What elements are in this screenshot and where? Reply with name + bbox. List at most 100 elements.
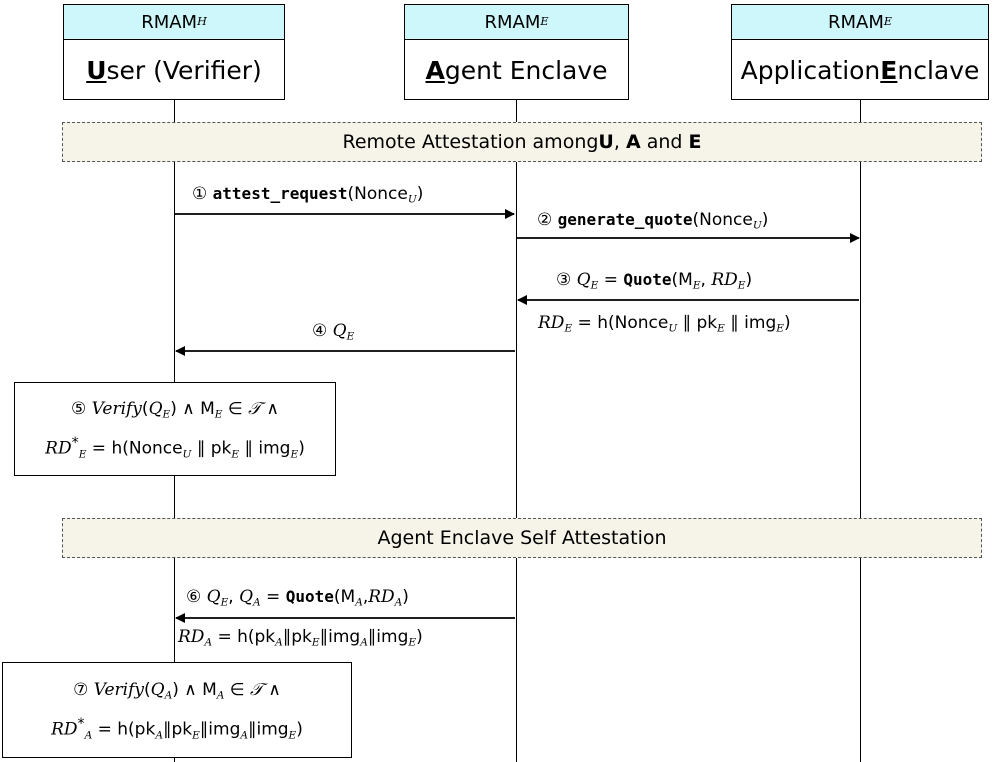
- label-qe-to-user: ④ QE: [312, 321, 355, 343]
- arg-sub: U: [752, 219, 762, 232]
- math-sub: E: [162, 408, 171, 421]
- step-number: ⑦: [73, 680, 89, 701]
- arg: Nonce: [354, 184, 408, 204]
- math-var: RD: [711, 270, 738, 290]
- actor-name-key: U: [86, 55, 107, 85]
- expr: = h(pk: [212, 627, 276, 647]
- arg-sub: E: [692, 279, 701, 292]
- section-sep: and: [640, 131, 689, 153]
- verify-box-step5: ⑤ Verify(QE) ∧ ME ∈ 𝒯 ∧ RD*E = h(NonceU …: [14, 382, 336, 476]
- expr: = h(Nonce: [577, 313, 669, 333]
- actor-name-key: A: [425, 55, 445, 85]
- function-name: generate_quote: [557, 210, 693, 229]
- math-sub: A: [84, 729, 93, 742]
- actor-role: RMAM: [141, 11, 198, 33]
- expr: = h(Nonce: [86, 438, 183, 459]
- math-var: Q: [150, 680, 165, 701]
- expr: ∥ img: [724, 313, 777, 333]
- section-u: U: [598, 131, 614, 153]
- math-var: RD: [51, 719, 78, 740]
- actor-name-rest: ser (Verifier): [106, 55, 262, 85]
- actor-name-rest: gent Enclave: [444, 55, 608, 85]
- math-sub: A: [164, 689, 173, 702]
- step-number: ④: [312, 321, 328, 341]
- section-text: Remote Attestation among: [342, 131, 599, 153]
- step-number: ⑥: [186, 587, 202, 607]
- step-number: ②: [537, 210, 553, 230]
- verify-line-2: RD*A = h(pkA∥pkE∥imgA∥imgE): [51, 716, 303, 742]
- section-self-attestation: Agent Enclave Self Attestation: [62, 518, 982, 558]
- math-var: Q: [239, 587, 254, 607]
- actor-name-key: E: [880, 55, 898, 85]
- section-a: A: [625, 131, 641, 153]
- math-var: M: [200, 399, 215, 420]
- actor-name-rest: nclave: [897, 55, 980, 85]
- function-name: attest_request: [212, 184, 348, 203]
- math-var: RD: [368, 587, 395, 607]
- verify-line-1: ⑦ Verify(QA) ∧ MA ∈ 𝒯 ∧: [73, 680, 281, 702]
- math-var: M: [202, 680, 217, 701]
- label-rd-e: RDE = h(NonceU ∥ pkE ∥ imgE): [538, 313, 791, 335]
- actor-role: RMAM: [827, 11, 884, 33]
- math-sub: E: [346, 330, 355, 343]
- expr: ∥ pk: [191, 438, 232, 459]
- label-quote-e: ③ QE = Quote(ME, RDE): [556, 270, 753, 292]
- math-sub: E: [564, 322, 573, 335]
- section-remote-attestation: Remote Attestation among U, A and E: [62, 122, 982, 162]
- label-attest-request: ① attest_request(NonceU): [192, 184, 424, 206]
- math-sub: E: [231, 448, 240, 461]
- expr: ): [416, 627, 423, 647]
- math-var: RD: [45, 438, 72, 459]
- math-sub: E: [590, 279, 599, 292]
- math-sub: E: [717, 322, 725, 335]
- math-sub: A: [216, 689, 225, 702]
- arg-sub: U: [407, 193, 417, 206]
- function-name: Quote: [285, 587, 334, 606]
- arg-sub: E: [737, 279, 746, 292]
- arg: M: [340, 587, 356, 607]
- math-var: Q: [576, 270, 591, 290]
- expr: ∥pk: [282, 627, 312, 647]
- label-quote-a: ⑥ QE, QA = Quote(MA,RDA): [186, 587, 409, 609]
- math-var: RD: [538, 313, 565, 333]
- math-sub: A: [275, 636, 283, 649]
- expr: ∥img: [319, 627, 361, 647]
- label-generate-quote: ② generate_quote(NonceU): [537, 210, 769, 232]
- math-var: Q: [148, 399, 163, 420]
- step-number: ⑤: [71, 399, 87, 420]
- math-sub: A: [204, 636, 213, 649]
- expr: ): [298, 438, 305, 459]
- math-var: Q: [206, 587, 221, 607]
- math-sub: E: [192, 729, 200, 742]
- math-sub: E: [776, 322, 784, 335]
- actor-name-pre: Application: [740, 55, 881, 85]
- arg-sub: A: [355, 596, 363, 609]
- math-sub: E: [220, 596, 229, 609]
- expr: ∥img: [199, 719, 241, 740]
- expr: ∥img: [367, 627, 409, 647]
- math-sub: A: [155, 729, 163, 742]
- function-name: Quote: [623, 270, 672, 289]
- lifeline-application-enclave: [860, 100, 861, 762]
- math-sub: A: [253, 596, 261, 609]
- expr: ): [296, 719, 303, 740]
- lifeline-agent-enclave: [516, 100, 517, 762]
- math-sub: E: [290, 448, 299, 461]
- math-sub: E: [311, 636, 320, 649]
- math-sub: U: [182, 448, 192, 461]
- section-text: Agent Enclave Self Attestation: [377, 527, 667, 549]
- math-sub: E: [78, 448, 87, 461]
- math-sub: A: [240, 729, 248, 742]
- expr: ∥ pk: [677, 313, 718, 333]
- math-sub: E: [214, 408, 223, 421]
- section-sep: ,: [613, 131, 626, 153]
- function-name: Verify: [93, 680, 145, 701]
- expr: ∥ img: [239, 438, 291, 459]
- math-var: Q: [332, 321, 347, 341]
